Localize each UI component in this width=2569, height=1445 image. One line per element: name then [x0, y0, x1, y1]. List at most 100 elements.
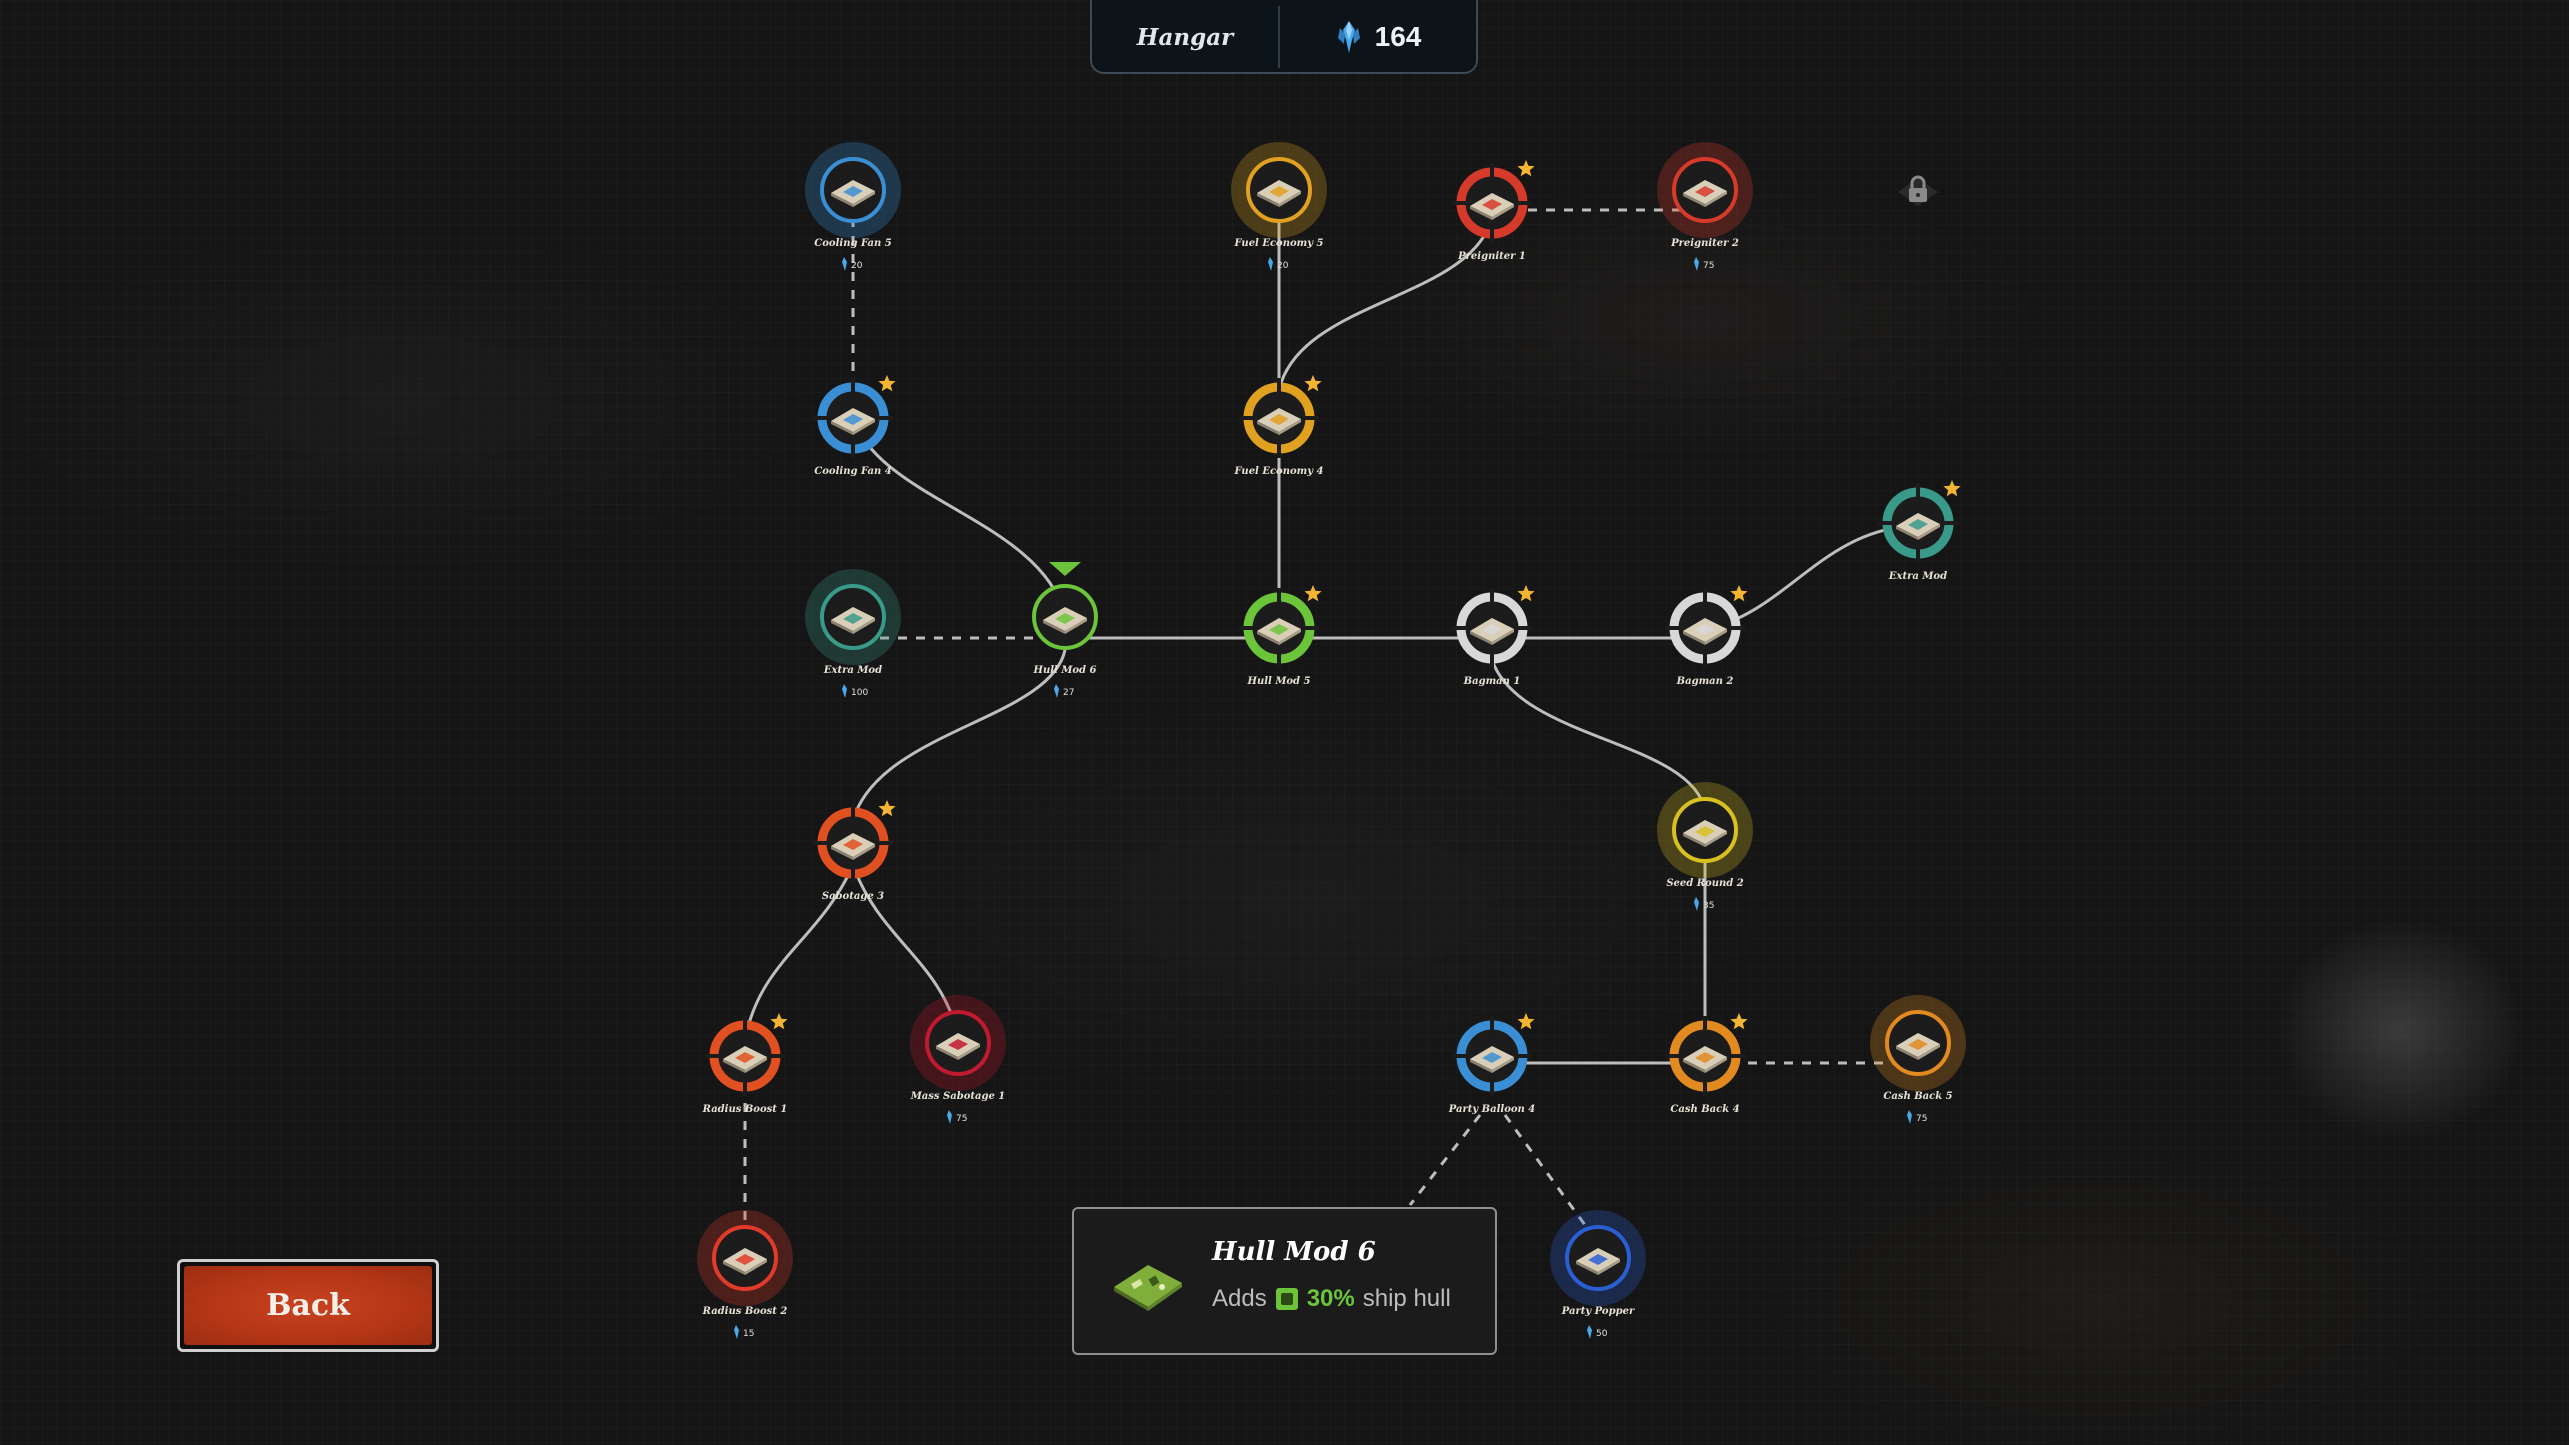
node-label: Party Balloon 4 — [1448, 1104, 1536, 1115]
node-label: Party Popper — [1561, 1306, 1635, 1317]
hull-square-icon — [1275, 1288, 1298, 1310]
selected-marker-icon — [1049, 562, 1081, 576]
node-label: Preigniter 2 — [1670, 238, 1739, 249]
node-label: Hull Mod 5 — [1247, 676, 1311, 687]
chip-icon — [1257, 618, 1301, 645]
crystal-icon — [1694, 257, 1699, 271]
node-cost-value: 27 — [1063, 688, 1074, 698]
back-button[interactable]: Back — [177, 1259, 439, 1352]
node-cost-value: 35 — [1703, 901, 1714, 911]
hull-mod-card-icon — [1114, 1265, 1182, 1311]
node-label: Cooling Fan 4 — [814, 466, 891, 477]
chip-icon — [1683, 618, 1727, 645]
node-cost-value: 100 — [851, 688, 868, 698]
crystal-icon — [1268, 257, 1273, 271]
node-cash-back-5[interactable]: Cash Back 575 — [1870, 995, 1966, 1124]
node-radius-boost-1[interactable]: Radius Boost 1 — [702, 1013, 788, 1115]
currency-display: 164 — [1280, 14, 1476, 54]
node-extra-mod-left[interactable]: Extra Mod 100 — [805, 569, 901, 698]
currency-amount: 164 — [1374, 21, 1422, 52]
node-cooling-fan-5[interactable]: Cooling Fan 520 — [805, 142, 901, 271]
node-label: Fuel Economy 4 — [1234, 466, 1324, 477]
node-bagman-1[interactable]: Bagman 1 — [1452, 585, 1535, 687]
node-cost: 75 — [1694, 257, 1714, 271]
node-fuel-economy-4[interactable]: Fuel Economy 4 — [1234, 375, 1324, 477]
tooltip-desc-value: 30% — [1306, 1285, 1355, 1312]
node-notches — [1452, 1016, 1532, 1096]
node-label: Hull Mod 6 — [1033, 665, 1097, 676]
tooltip-desc-suffix: ship hull — [1362, 1285, 1451, 1312]
node-notches — [813, 378, 893, 458]
crystal-icon — [1694, 897, 1699, 911]
chip-icon — [1896, 1033, 1940, 1060]
node-cost: 100 — [842, 684, 868, 698]
crystal-icon — [842, 684, 847, 698]
chip-icon — [831, 607, 875, 634]
node-sabotage-3[interactable]: Sabotage 3 — [813, 800, 896, 902]
link-sabotage3-radiusboost1 — [743, 864, 855, 1041]
chip-icon — [831, 408, 875, 435]
node-mass-sabotage-1[interactable]: Mass Sabotage 1 75 — [910, 995, 1006, 1124]
chip-icon — [723, 1248, 767, 1275]
node-party-popper[interactable]: Party Popper 50 — [1550, 1210, 1646, 1339]
node-cost: 50 — [1587, 1325, 1608, 1339]
node-preigniter-1[interactable]: Preigniter 1 — [1452, 160, 1535, 262]
node-label: Cash Back 5 — [1883, 1091, 1952, 1102]
node-cost: 75 — [947, 1110, 967, 1124]
connection-lines — [743, 208, 1919, 1235]
node-hull-mod-5[interactable]: Hull Mod 5 — [1239, 585, 1322, 687]
node-label: Mass Sabotage 1 — [910, 1091, 1006, 1102]
node-extra-mod-right[interactable]: Extra Mod — [1878, 480, 1961, 582]
lock-icon — [1909, 175, 1927, 202]
chip-icon — [831, 180, 875, 207]
node-label: Radius Boost 1 — [702, 1104, 788, 1115]
node-label: Seed Round 2 — [1666, 878, 1743, 889]
node-cost-value: 75 — [956, 1114, 967, 1124]
tooltip-desc-prefix: Adds — [1212, 1285, 1267, 1312]
node-preigniter-2[interactable]: Preigniter 2 75 — [1657, 142, 1753, 271]
link-sabotage3-masssabotage1 — [851, 864, 960, 1036]
chip-icon — [1470, 1046, 1514, 1073]
link-bagman1-seedround2 — [1490, 659, 1707, 811]
node-cost-value: 15 — [743, 1329, 754, 1339]
node-notches — [1239, 588, 1319, 668]
crystal-icon — [1337, 21, 1360, 53]
node-cost-value: 20 — [851, 261, 863, 271]
node-bagman-2[interactable]: Bagman 2 — [1665, 585, 1748, 687]
node-label: Cash Back 4 — [1670, 1104, 1739, 1115]
link-partyballoon4-tooltip — [1408, 1114, 1482, 1206]
node-hull-mod-6[interactable]: Hull Mod 6 27 — [1032, 562, 1098, 698]
node-locked[interactable] — [1898, 175, 1938, 206]
node-party-balloon-4[interactable]: Party Balloon 4 — [1448, 1013, 1536, 1115]
chip-icon — [1257, 408, 1301, 435]
chip-icon — [831, 833, 875, 860]
node-fuel-economy-5[interactable]: Fuel Economy 520 — [1231, 142, 1327, 271]
node-cooling-fan-4[interactable]: Cooling Fan 4 — [813, 375, 896, 477]
star-icon — [1943, 480, 1961, 497]
star-icon — [1304, 585, 1322, 602]
hangar-header: Hangar 164 — [1090, 0, 1478, 74]
node-notches — [1665, 588, 1745, 668]
node-label: Sabotage 3 — [822, 891, 884, 902]
chip-icon — [1257, 180, 1301, 207]
tooltip-description: Adds 30% ship hull — [1212, 1285, 1451, 1313]
tooltip-title: Hull Mod 6 — [1212, 1237, 1376, 1267]
node-label: Extra Mod — [823, 665, 882, 676]
node-seed-round-2[interactable]: Seed Round 2 35 — [1657, 782, 1753, 911]
node-label: Extra Mod — [1888, 571, 1947, 582]
node-cash-back-4[interactable]: Cash Back 4 — [1665, 1013, 1748, 1115]
node-radius-boost-2[interactable]: Radius Boost 2 15 — [697, 1210, 793, 1339]
node-cost: 20 — [1268, 257, 1289, 271]
crystal-icon — [1907, 1110, 1912, 1124]
star-icon — [1730, 585, 1748, 602]
node-label: Bagman 1 — [1463, 676, 1521, 687]
node-label: Radius Boost 2 — [702, 1306, 788, 1317]
chip-icon — [1576, 1248, 1620, 1275]
star-icon — [1730, 1013, 1748, 1030]
star-icon — [878, 375, 896, 392]
crystal-icon — [1587, 1325, 1592, 1339]
